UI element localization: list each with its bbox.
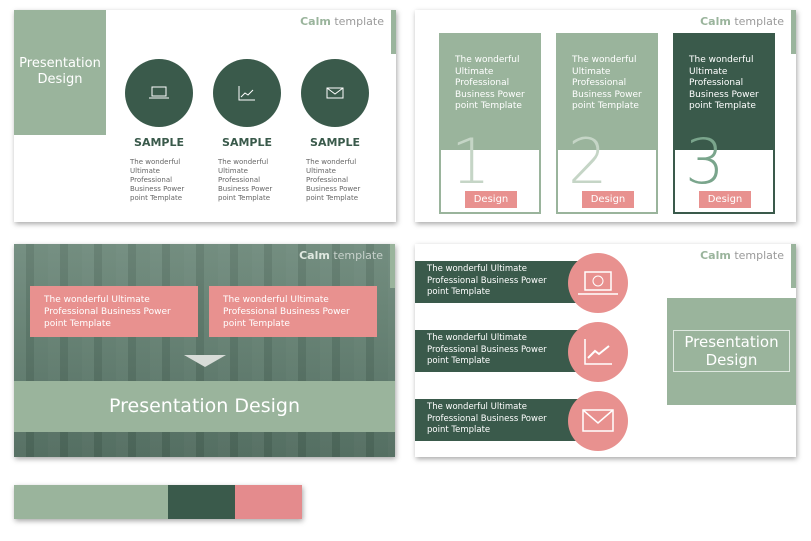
slide-thumbnail-2[interactable]: Calm template The wonderful Ultimate Pro… (415, 10, 796, 222)
step-number: 3 (685, 125, 725, 198)
step-number: 1 (451, 125, 491, 198)
list-item: The wonderful Ultimate Professional Busi… (415, 330, 580, 372)
sample-heading: SAMPLE (310, 136, 360, 149)
list-item: The wonderful Ultimate Professional Busi… (415, 399, 580, 441)
swatch-pink (235, 485, 302, 519)
title-line: Presentation (19, 56, 101, 71)
title-line: Design (37, 72, 83, 87)
mail-icon (568, 391, 628, 451)
sample-description: The wonderful Ultimate Professional Busi… (130, 158, 185, 202)
laptop-icon (125, 59, 193, 127)
step-card-3: The wonderful Ultimate Professional Busi… (673, 33, 775, 214)
sample-heading: SAMPLE (222, 136, 272, 149)
card-text: The wonderful Ultimate Professional Busi… (675, 35, 773, 150)
list-item: The wonderful Ultimate Professional Busi… (415, 261, 580, 303)
card-text: The wonderful Ultimate Professional Busi… (441, 35, 539, 150)
laptop-icon (568, 253, 628, 313)
title-block: Presentation Design (667, 298, 796, 405)
accent-bar (390, 244, 395, 288)
text-box: The wonderful Ultimate Professional Busi… (30, 286, 198, 337)
title-frame: Presentation Design (673, 330, 790, 372)
step-card-1: The wonderful Ultimate Professional Busi… (439, 33, 541, 214)
down-arrow-icon (184, 355, 226, 367)
card-text: The wonderful Ultimate Professional Busi… (558, 35, 656, 150)
color-palette (14, 485, 302, 519)
accent-bar (391, 10, 396, 54)
sample-description: The wonderful Ultimate Professional Busi… (218, 158, 273, 202)
mail-icon (301, 59, 369, 127)
slide-thumbnail-4[interactable]: Calm template The wonderful Ultimate Pro… (415, 244, 796, 457)
brand-label: Calm template (299, 249, 383, 262)
design-button[interactable]: Design (465, 191, 517, 208)
title-line: Design (705, 351, 758, 369)
text-box: The wonderful Ultimate Professional Busi… (209, 286, 377, 337)
slide-thumbnail-3[interactable]: Calm template The wonderful Ultimate Pro… (14, 244, 395, 457)
step-number: 2 (568, 125, 608, 198)
swatch-dark-green (168, 485, 235, 519)
slide-thumbnail-1[interactable]: Presentation Design Calm template SAMPLE… (14, 10, 396, 222)
design-button[interactable]: Design (699, 191, 751, 208)
chart-icon (213, 59, 281, 127)
brand-label: Calm template (700, 15, 784, 28)
accent-bar (791, 244, 796, 288)
brand-label: Calm template (300, 15, 384, 28)
sample-description: The wonderful Ultimate Professional Busi… (306, 158, 361, 202)
brand-label: Calm template (700, 249, 784, 262)
design-button[interactable]: Design (582, 191, 634, 208)
title-line: Presentation (684, 333, 779, 351)
title-banner: Presentation Design (14, 381, 395, 432)
swatch-light-green (14, 485, 168, 519)
title-block: Presentation Design (14, 10, 106, 135)
chart-icon (568, 322, 628, 382)
step-card-2: The wonderful Ultimate Professional Busi… (556, 33, 658, 214)
sample-heading: SAMPLE (134, 136, 184, 149)
accent-bar (791, 10, 796, 54)
